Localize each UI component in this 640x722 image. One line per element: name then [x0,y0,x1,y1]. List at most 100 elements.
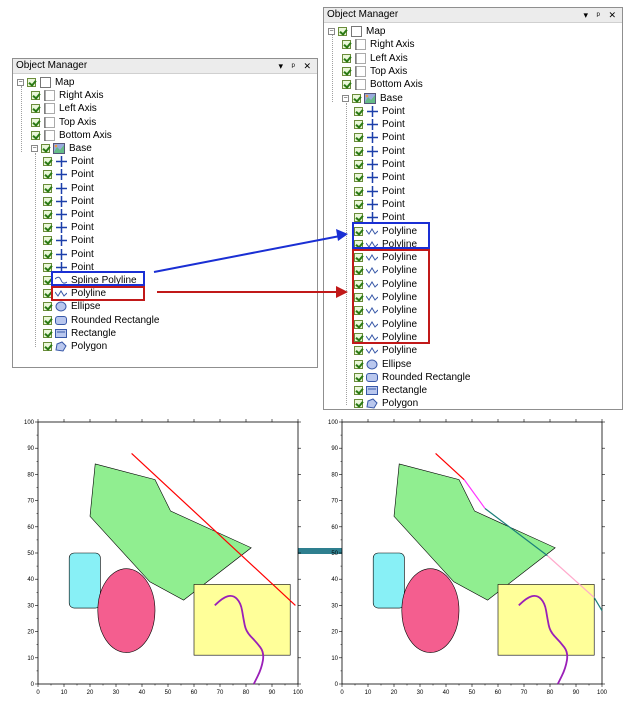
visibility-checkbox[interactable] [354,359,363,369]
visibility-checkbox[interactable] [354,306,363,316]
visibility-checkbox[interactable] [354,266,363,276]
tree-item[interactable]: Point [354,145,405,158]
visibility-checkbox[interactable] [354,186,363,196]
tree-item[interactable]: Point [43,221,94,234]
visibility-checkbox[interactable] [342,80,351,90]
tree-item[interactable]: Polyline [354,331,417,344]
tree-item[interactable]: Polyline [354,304,417,317]
tree-item[interactable]: Point [354,131,405,144]
tree-item[interactable]: Left Axis [31,102,97,115]
collapse-toggle-icon[interactable]: − [342,94,349,102]
visibility-checkbox[interactable] [342,40,351,50]
visibility-checkbox[interactable] [354,372,363,382]
collapse-toggle-icon[interactable]: − [328,28,335,35]
visibility-checkbox[interactable] [31,130,40,140]
close-icon[interactable]: ✕ [608,10,619,20]
tree-item[interactable]: −Base [31,142,92,155]
tree-item[interactable]: Point [43,248,94,261]
tree-item[interactable]: Point [43,155,94,168]
tree-item[interactable]: Point [43,182,94,195]
tree-item[interactable]: Polygon [43,340,107,353]
visibility-checkbox[interactable] [354,226,363,236]
tree-item[interactable]: Left Axis [342,52,408,65]
visibility-checkbox[interactable] [342,66,351,76]
tree-item[interactable]: Rectangle [354,384,427,397]
visibility-checkbox[interactable] [354,332,363,342]
visibility-checkbox[interactable] [354,133,363,143]
visibility-checkbox[interactable] [43,170,52,180]
visibility-checkbox[interactable] [354,199,363,209]
tree-item[interactable]: Polyline [354,251,417,264]
visibility-checkbox[interactable] [43,342,52,351]
tree-item[interactable]: Rounded Rectangle [43,314,159,327]
tree-item[interactable]: Point [43,168,94,181]
visibility-checkbox[interactable] [43,157,52,167]
visibility-checkbox[interactable] [352,93,361,103]
tree-item[interactable]: Polyline [354,278,417,291]
tree-item[interactable]: Top Axis [342,65,407,78]
visibility-checkbox[interactable] [31,91,40,101]
visibility-checkbox[interactable] [43,262,52,272]
tree-item[interactable]: Point [354,158,405,171]
visibility-checkbox[interactable] [43,249,52,259]
visibility-checkbox[interactable] [354,173,363,183]
tree-item[interactable]: Polyline [354,344,417,357]
tree-item[interactable]: Point [43,234,94,247]
visibility-checkbox[interactable] [43,236,52,246]
visibility-checkbox[interactable] [354,386,363,396]
visibility-checkbox[interactable] [43,223,52,233]
tree-item[interactable]: Polygon [354,397,418,409]
tree-item[interactable]: Point [354,105,405,118]
visibility-checkbox[interactable] [338,27,347,36]
tree-item[interactable]: Bottom Axis [31,129,112,142]
visibility-checkbox[interactable] [354,120,363,130]
dropdown-icon[interactable]: ▾ [278,61,287,71]
tree-item[interactable]: Polyline [354,318,417,331]
visibility-checkbox[interactable] [354,106,363,116]
visibility-checkbox[interactable] [354,146,363,156]
tree-item[interactable]: Ellipse [354,358,411,371]
visibility-checkbox[interactable] [31,117,40,127]
tree-item[interactable]: −Base [342,92,403,105]
tree-item[interactable]: Bottom Axis [342,78,423,91]
tree-item[interactable]: Point [354,118,405,131]
visibility-checkbox[interactable] [43,196,52,206]
tree-item[interactable]: Point [43,261,94,274]
visibility-checkbox[interactable] [342,53,351,63]
tree-item[interactable]: −Map [328,25,385,38]
tree-item[interactable]: Polyline [354,291,417,304]
pin-icon[interactable]: ᵖ [291,61,298,71]
tree-item[interactable]: Point [354,198,405,211]
dropdown-icon[interactable]: ▾ [583,10,592,20]
tree-item[interactable]: Point [354,185,405,198]
visibility-checkbox[interactable] [43,328,52,338]
visibility-checkbox[interactable] [354,160,363,169]
visibility-checkbox[interactable] [43,183,52,193]
visibility-checkbox[interactable] [43,315,52,325]
tree-item[interactable]: Point [43,208,94,221]
collapse-toggle-icon[interactable]: − [31,145,38,152]
visibility-checkbox[interactable] [43,210,52,219]
tree-item[interactable]: Point [354,171,405,184]
visibility-checkbox[interactable] [354,279,363,289]
visibility-checkbox[interactable] [27,78,36,87]
visibility-checkbox[interactable] [354,399,363,409]
tree-item[interactable]: −Map [17,76,74,89]
visibility-checkbox[interactable] [41,144,50,153]
collapse-toggle-icon[interactable]: − [17,79,24,86]
visibility-checkbox[interactable] [354,213,363,223]
visibility-checkbox[interactable] [354,319,363,329]
pin-icon[interactable]: ᵖ [596,10,603,20]
tree-item[interactable]: Rectangle [43,327,116,340]
tree-item[interactable]: Right Axis [31,89,103,102]
tree-item[interactable]: Point [354,211,405,224]
tree-item[interactable]: Ellipse [43,300,100,313]
close-icon[interactable]: ✕ [303,61,314,71]
tree-item[interactable]: Polyline [354,264,417,277]
tree-item[interactable]: Right Axis [342,38,414,51]
visibility-checkbox[interactable] [31,104,40,114]
tree-item[interactable]: Top Axis [31,116,96,129]
tree-item[interactable]: Point [43,195,94,208]
visibility-checkbox[interactable] [354,346,363,356]
visibility-checkbox[interactable] [354,253,363,263]
